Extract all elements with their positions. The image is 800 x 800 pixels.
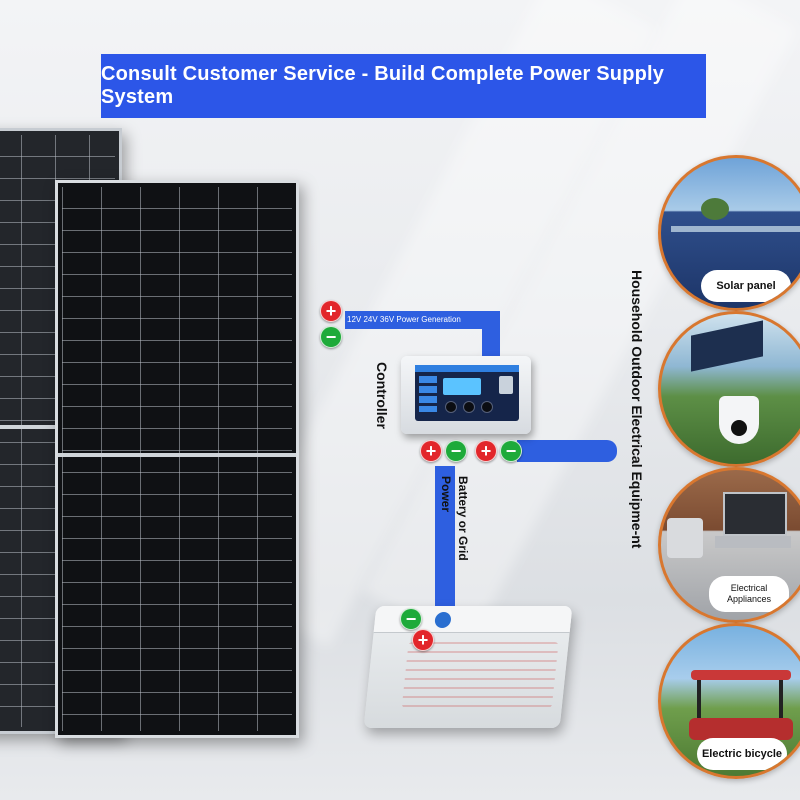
controller-lcd bbox=[443, 378, 481, 395]
cart-pole bbox=[779, 680, 783, 724]
circle-label-electric-bicycle: Electric bicycle bbox=[697, 738, 787, 770]
panel-divider bbox=[58, 453, 296, 458]
wire-to-equipment bbox=[517, 440, 617, 462]
mini-solar-panel bbox=[691, 320, 763, 372]
panel-cells bbox=[62, 187, 292, 731]
wire-down-to-controller bbox=[482, 318, 500, 360]
battery-top-plus-terminal: + bbox=[412, 629, 434, 651]
controller-button bbox=[445, 401, 457, 413]
laptop-screen bbox=[723, 492, 787, 536]
battery-brand-logo-icon bbox=[434, 612, 452, 628]
controller-status-icons bbox=[419, 376, 437, 412]
circle-label-solar-panel: Solar panel bbox=[701, 270, 791, 302]
load-plus-terminal: + bbox=[475, 440, 497, 462]
charge-controller bbox=[401, 356, 531, 434]
cart-roof bbox=[691, 670, 791, 680]
controller-button bbox=[481, 401, 493, 413]
battery-top-minus-terminal: − bbox=[400, 608, 422, 630]
controller-label: Controller bbox=[374, 362, 390, 429]
usb-port-icon bbox=[499, 376, 513, 394]
banner-title: Consult Customer Service - Build Complet… bbox=[101, 63, 665, 108]
solar-panel-photo: Solar panel bbox=[658, 155, 800, 311]
battery-grid-label: Battery or Grid Power bbox=[439, 476, 470, 561]
power-station bbox=[667, 518, 703, 558]
battery bbox=[363, 606, 573, 728]
battery-label-area bbox=[401, 642, 559, 708]
power-generation-label: 12V 24V 36V Power Generation bbox=[347, 315, 461, 324]
solar-panel-front bbox=[55, 180, 299, 738]
circle-label-electrical-appliances: Electrical Appliances bbox=[709, 576, 789, 612]
controller-header bbox=[415, 365, 519, 372]
security-camera-photo bbox=[658, 311, 800, 467]
electric-cart-photo: Electric bicycle bbox=[658, 623, 800, 779]
controller-face bbox=[415, 365, 519, 421]
consult-banner[interactable]: Consult Customer Service - Build Complet… bbox=[101, 54, 706, 118]
battery-minus-terminal: − bbox=[445, 440, 467, 462]
camera-lens-icon bbox=[731, 420, 747, 436]
wire-panel-to-controller bbox=[345, 311, 500, 329]
wire-to-battery bbox=[435, 466, 455, 616]
tree-shape bbox=[701, 198, 729, 220]
panel-minus-terminal: − bbox=[320, 326, 342, 348]
cart-pole bbox=[697, 680, 701, 724]
controller-button bbox=[463, 401, 475, 413]
panel-plus-terminal: + bbox=[320, 300, 342, 322]
panel-rows bbox=[671, 226, 800, 232]
load-minus-terminal: − bbox=[500, 440, 522, 462]
household-equipment-label: Household Outdoor Electrical Equipme-nt bbox=[629, 270, 645, 549]
battery-plus-terminal: + bbox=[420, 440, 442, 462]
cart-body bbox=[689, 718, 793, 740]
appliances-photo: Electrical Appliances bbox=[658, 467, 800, 623]
laptop-keyboard bbox=[715, 536, 791, 548]
